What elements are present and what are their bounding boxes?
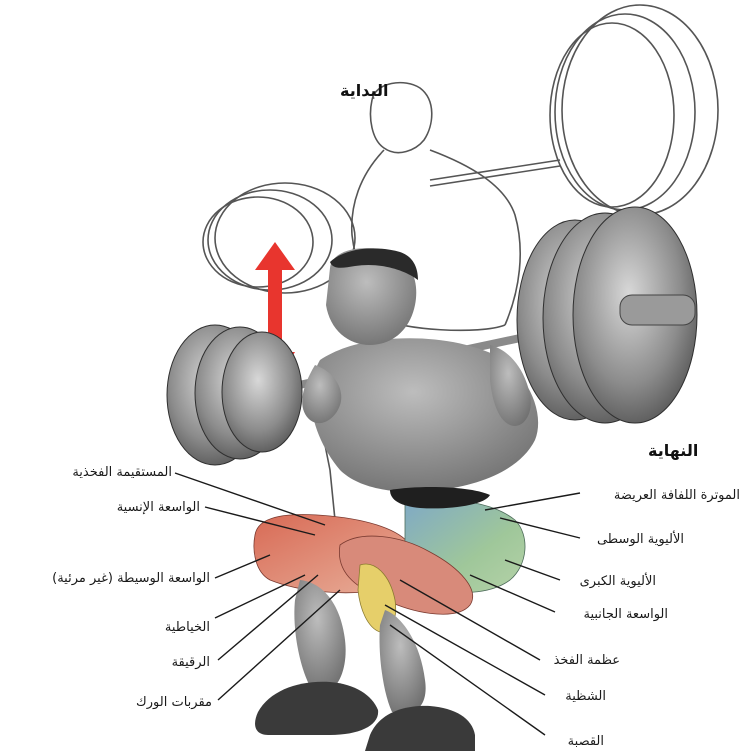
- label-vastus-medialis: الواسعة الإنسية: [117, 500, 200, 515]
- label-tibia: القصبة: [568, 734, 604, 749]
- athlete-figure: [254, 248, 538, 751]
- label-fibula: الشظية: [565, 689, 606, 704]
- label-femur: عظمة الفخذ: [554, 653, 620, 668]
- label-gracilis: الرقيقة: [172, 655, 210, 670]
- label-rectus-femoris: المستقيمة الفخذية: [72, 465, 172, 480]
- right-shin: [380, 610, 426, 712]
- label-vastus-intermedius: الواسعة الوسيطة (غير مرئية): [52, 571, 210, 586]
- label-tensor-fasciae-latae: الموترة اللفافة العريضة: [614, 488, 740, 503]
- header-end: النهاية: [648, 441, 698, 460]
- left-shin: [294, 580, 345, 690]
- left-shoe: [255, 682, 378, 735]
- label-gluteus-maximus: الأليوية الكبرى: [580, 572, 656, 589]
- label-gluteus-medius: الأليوية الوسطى: [597, 530, 684, 547]
- label-adductors: مقربات الورك: [136, 695, 212, 710]
- header-start: البداية: [340, 81, 388, 100]
- label-vastus-lateralis: الواسعة الجانبية: [583, 607, 668, 622]
- barbell-sleeve: [620, 295, 695, 325]
- right-shoe: [365, 706, 475, 751]
- label-sartorius: الخياطية: [165, 620, 210, 635]
